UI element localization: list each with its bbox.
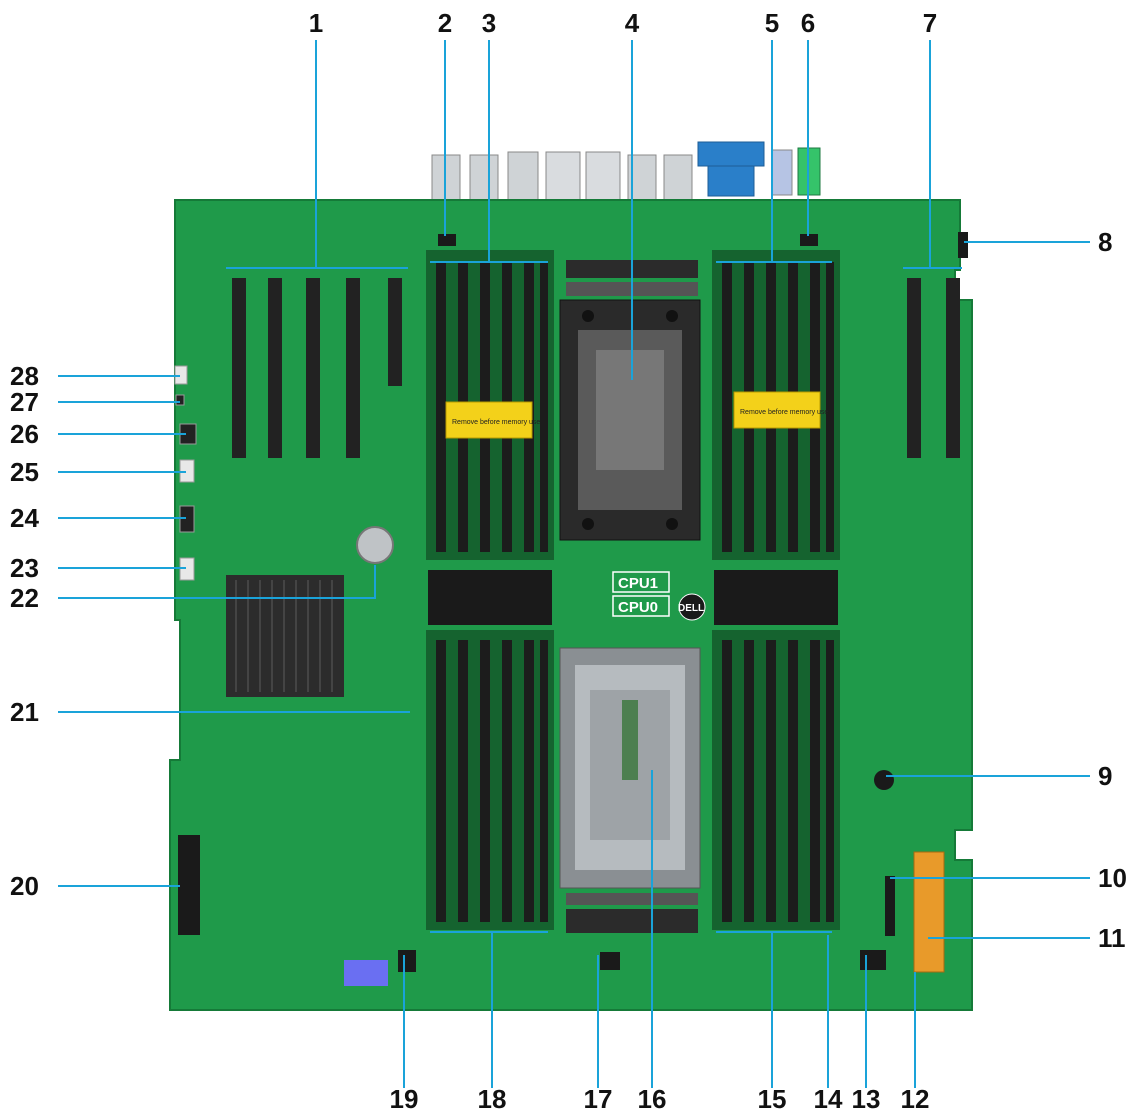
- callout-23: 23: [10, 553, 39, 583]
- cpu0-board-label: CPU0: [618, 599, 658, 616]
- callout-1: 1: [309, 8, 323, 38]
- left-edge-connectors: [174, 365, 197, 581]
- right-power-connector: [913, 851, 945, 973]
- callout-19: 19: [390, 1084, 419, 1112]
- callout-28: 28: [10, 361, 39, 391]
- warning-sticker-right: Remove before memory use: [733, 391, 828, 429]
- callout-25: 25: [10, 457, 39, 487]
- warning-sticker-right-text: Remove before memory use: [740, 409, 828, 416]
- callout-9: 9: [1098, 761, 1112, 791]
- callout-17: 17: [584, 1084, 613, 1112]
- bottom-headers: [344, 950, 886, 986]
- chipset-heatsink: [226, 575, 344, 697]
- pcie-slots-left: [232, 278, 402, 458]
- callout-27: 27: [10, 387, 39, 417]
- cpu0-socket: [559, 647, 701, 889]
- callout-10: 10: [1098, 863, 1127, 893]
- right-buzzer: [874, 770, 894, 790]
- callout-20: 20: [10, 871, 39, 901]
- fan-header-6: [800, 234, 818, 246]
- callout-numbers: 1 2 3 4 5 6 7 8 9 10 11 12 13 14 15 16 1…: [10, 8, 1127, 1112]
- callout-24: 24: [10, 503, 39, 533]
- callout-6: 6: [801, 8, 815, 38]
- callout-8: 8: [1098, 227, 1112, 257]
- right-edge-connector-8: [958, 232, 968, 258]
- callout-18: 18: [478, 1084, 507, 1112]
- callout-22: 22: [10, 583, 39, 613]
- shroud-mount-right: [714, 570, 838, 625]
- rear-io-connectors: [431, 141, 821, 206]
- callout-5: 5: [765, 8, 779, 38]
- callout-15: 15: [758, 1084, 787, 1112]
- cmos-battery: [356, 526, 394, 564]
- cpu1-socket: [559, 299, 701, 541]
- callout-13: 13: [852, 1084, 881, 1112]
- warning-sticker-left: Remove before memory use: [445, 401, 540, 439]
- warning-sticker-left-text: Remove before memory use: [452, 419, 540, 426]
- callout-12: 12: [901, 1084, 930, 1112]
- callout-2: 2: [438, 8, 452, 38]
- right-header-10: [885, 876, 895, 936]
- callout-4: 4: [625, 8, 640, 38]
- callout-7: 7: [923, 8, 937, 38]
- callout-11: 11: [1098, 923, 1126, 953]
- vrm-bottom: [566, 893, 698, 933]
- callout-26: 26: [10, 419, 39, 449]
- shroud-mount-left: [428, 570, 552, 625]
- fan-header-2: [438, 234, 456, 246]
- callout-14: 14: [814, 1084, 843, 1112]
- dimm-bank-bottom-left: [426, 630, 554, 930]
- callout-16: 16: [638, 1084, 667, 1112]
- callout-21: 21: [10, 697, 39, 727]
- cpu1-board-label: CPU1: [618, 575, 658, 592]
- callout-3: 3: [482, 8, 496, 38]
- leader-lines: [58, 40, 1090, 1088]
- dimm-bank-bottom-right: [712, 630, 840, 930]
- atx-power-connector: [178, 835, 200, 935]
- brand-logo: DELL: [678, 603, 704, 614]
- pcie-slots-right: [907, 278, 960, 458]
